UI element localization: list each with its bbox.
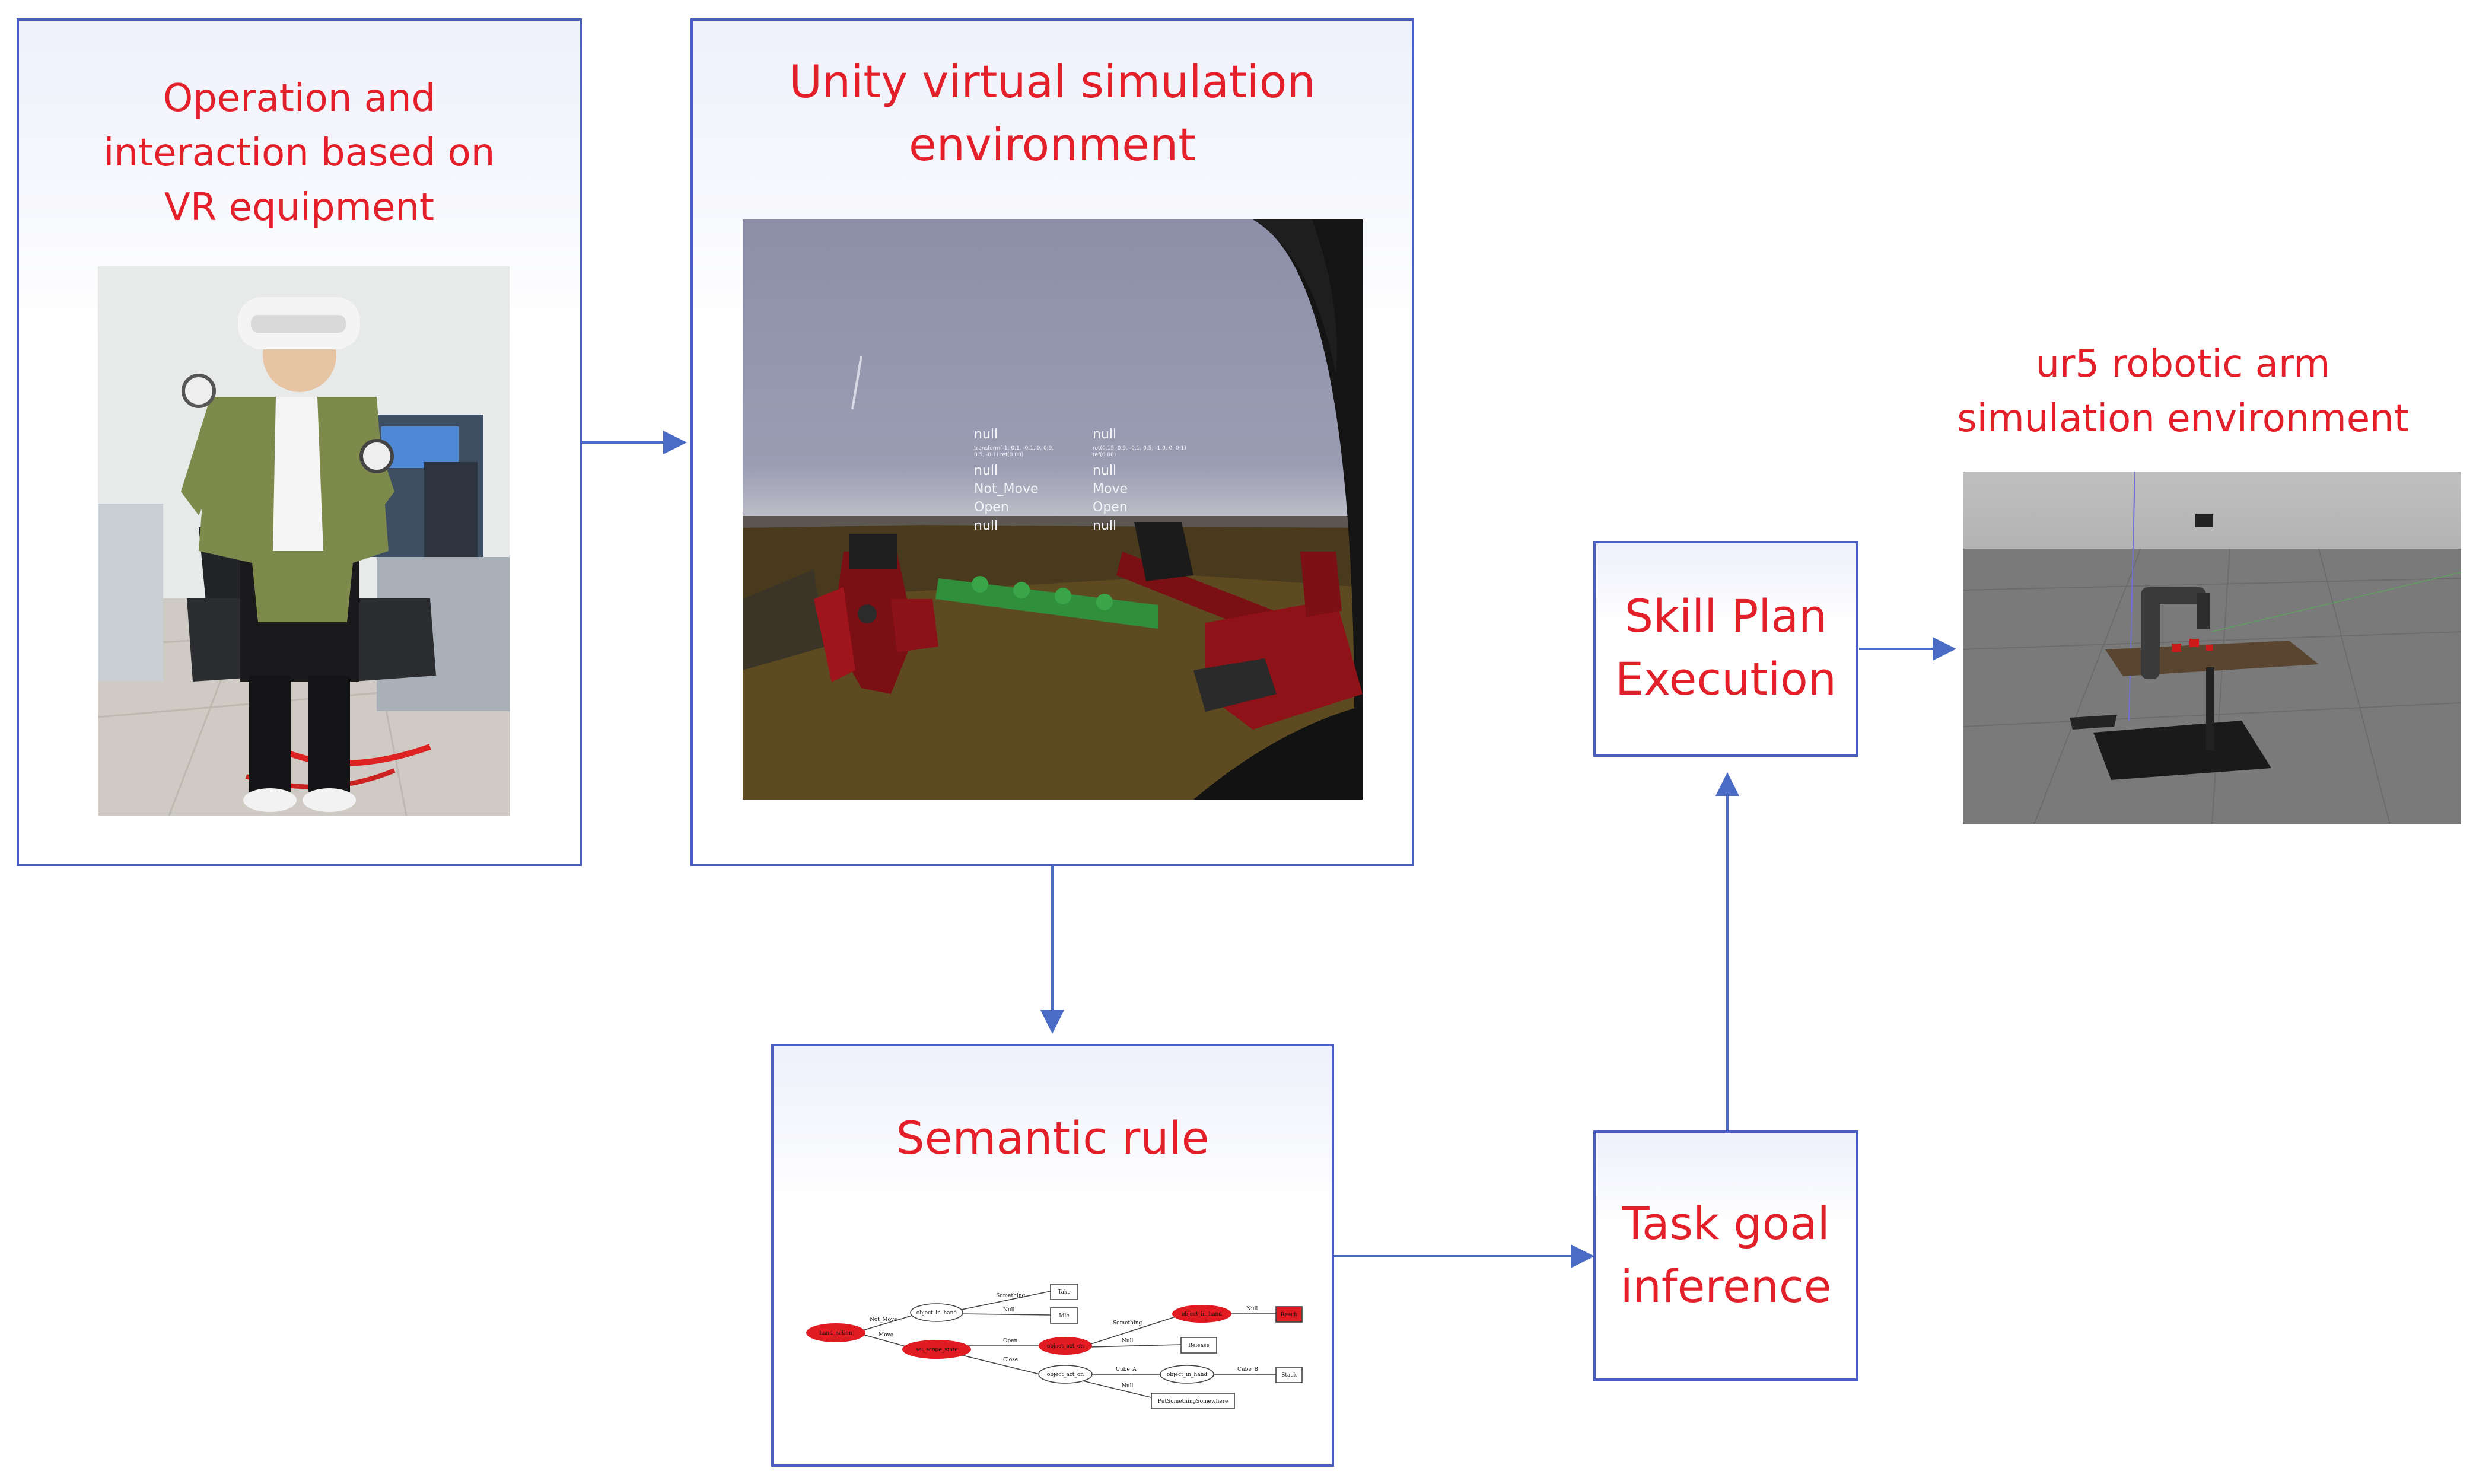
graph-node xyxy=(1275,1367,1303,1383)
graph-node xyxy=(902,1340,971,1359)
graph-edge-label: Null xyxy=(1246,1306,1258,1312)
graph-node-label: object_in_hand xyxy=(1182,1311,1223,1317)
graph-edge-label: Open xyxy=(1003,1338,1017,1344)
overlay-cell: transform(-1, 0.1, -0.1, 0, 0.9, 0.5, -0… xyxy=(974,445,1054,458)
overlay-cell: Not_Move xyxy=(974,482,1039,496)
graph-edge-label: Something xyxy=(1113,1320,1142,1326)
graph-edge-label: Not_Move xyxy=(870,1317,897,1323)
graph-node-label: Reach xyxy=(1281,1312,1298,1318)
skill-box-title: Skill Plan Execution xyxy=(1615,590,1837,705)
graph-edge-label: Null xyxy=(1122,1338,1134,1344)
overlay-cell: null xyxy=(974,427,998,442)
graph-node-label: Idle xyxy=(1059,1313,1070,1319)
graph-edge-label: Cube_B xyxy=(1237,1367,1258,1372)
overlay-cell: rot(0.15, 0.9, -0.1, 0.5, -1.0, 0, 0.1) … xyxy=(1093,445,1186,458)
graph-node xyxy=(1038,1365,1093,1384)
graph-node xyxy=(1180,1337,1217,1354)
semantic-rule-graph: hand_action object_in_hand Take Idle set… xyxy=(801,1275,1323,1453)
graph-edge-label: Close xyxy=(1003,1357,1018,1363)
vr-user-photo xyxy=(98,266,510,816)
graph-edge-label: Something xyxy=(996,1293,1026,1299)
unity-scene-screenshot: null null transform(-1, 0.1, -0.1, 0, 0.… xyxy=(743,219,1363,800)
graph-node xyxy=(1039,1337,1092,1355)
graph-node-label: hand_action xyxy=(819,1330,852,1336)
graph-node xyxy=(806,1323,865,1342)
box-task-goal-inference: Task goal inference xyxy=(1593,1130,1858,1381)
box-skill-plan-execution: Skill Plan Execution xyxy=(1593,541,1858,757)
graph-node xyxy=(1050,1284,1078,1300)
graph-node xyxy=(1275,1306,1303,1323)
vr-box-title: Operation and interaction based on VR eq… xyxy=(103,77,495,230)
box-unity-simulation: Unity virtual simulation environment xyxy=(690,18,1414,866)
box-semantic-rule: Semantic rule xyxy=(771,1044,1334,1467)
ur5-title: ur5 robotic arm simulation environment xyxy=(1957,342,2409,441)
unity-overlay-text: null null transform(-1, 0.1, -0.1, 0, 0.… xyxy=(974,427,1188,533)
graph-node-label: object_in_hand xyxy=(916,1310,957,1316)
overlay-cell: null xyxy=(974,518,998,533)
overlay-cell: null xyxy=(1093,518,1117,533)
graph-node-label: object_act_on xyxy=(1047,1372,1084,1378)
graph-node xyxy=(1172,1305,1231,1323)
graph-edge-label: Cube_A xyxy=(1116,1367,1137,1372)
overlay-cell: null xyxy=(974,463,998,478)
graph-node-label: object_act_on xyxy=(1047,1343,1084,1349)
graph-node-label: object_in_hand xyxy=(1167,1372,1208,1378)
graph-node-label: Stack xyxy=(1281,1372,1297,1378)
overlay-cell: Open xyxy=(1093,500,1128,515)
ur5-simulation-screenshot xyxy=(1963,472,2461,824)
task-box-title: Task goal inference xyxy=(1620,1197,1832,1313)
graph-edge-label: Null xyxy=(1003,1307,1015,1313)
overlay-cell: Move xyxy=(1093,482,1128,496)
graph-edge-label: Null xyxy=(1122,1383,1134,1389)
graph-node-label: Release xyxy=(1188,1343,1210,1349)
graph-node xyxy=(1151,1393,1235,1409)
graph-edge-label: Move xyxy=(879,1332,893,1338)
graph-node xyxy=(1160,1365,1214,1384)
unity-box-title: Unity virtual simulation environment xyxy=(789,55,1316,171)
overlay-cell: Open xyxy=(974,500,1009,515)
graph-node-label: set_scope_state xyxy=(915,1347,957,1353)
graph-node xyxy=(910,1303,963,1322)
graph-node-label: PutSomethingSomewhere xyxy=(1158,1399,1228,1405)
graph-node xyxy=(1050,1307,1078,1324)
box-vr-operation: Operation and interaction based on VR eq… xyxy=(17,18,582,866)
graph-node-label: Take xyxy=(1058,1289,1070,1295)
overlay-cell: null xyxy=(1093,463,1117,478)
overlay-cell: null xyxy=(1093,427,1117,442)
semantic-box-title: Semantic rule xyxy=(896,1112,1210,1164)
